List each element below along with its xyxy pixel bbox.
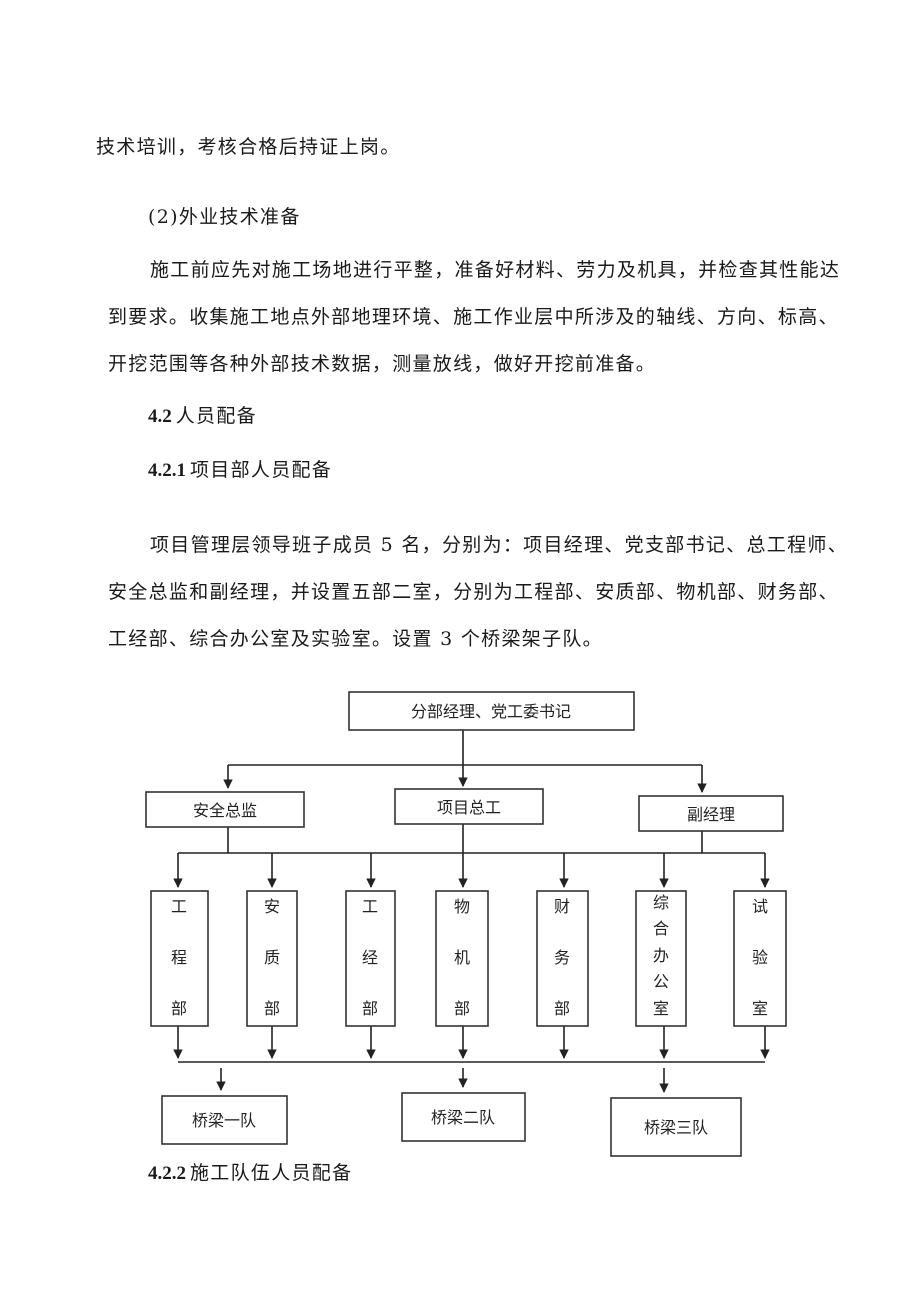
paragraph-field-prep-line3: 开挖范围等各种外部技术数据，测量放线，做好开挖前准备。 xyxy=(108,353,657,375)
dept-char: 经 xyxy=(362,948,378,967)
section-title: 施工队伍人员配备 xyxy=(190,1162,353,1184)
dept-box-safety-quality: 安 质 部 xyxy=(246,890,298,1027)
org-box-safety-director: 安全总监 xyxy=(145,791,305,828)
section-number: 4.2.1 xyxy=(148,460,186,481)
paragraph-management-line2: 安全总监和副经理，并设置五部二室，分别为工程部、安质部、物机部、财务部、 xyxy=(108,581,839,603)
dept-box-materials: 物 机 部 xyxy=(435,890,489,1027)
org-box-label: 安全总监 xyxy=(193,801,257,820)
dept-char: 务 xyxy=(554,948,570,967)
org-box-top-label: 分部经理、党工委书记 xyxy=(411,702,571,721)
team-box-label: 桥梁二队 xyxy=(431,1108,495,1127)
dept-char: 部 xyxy=(362,999,378,1018)
dept-char: 机 xyxy=(454,948,470,967)
paragraph-management-line3: 工经部、综合办公室及实验室。设置 3 个桥梁架子队。 xyxy=(108,628,603,650)
team-box-bridge-1: 桥梁一队 xyxy=(161,1095,288,1145)
org-box-deputy-manager: 副经理 xyxy=(638,795,784,832)
dept-char: 部 xyxy=(264,999,280,1018)
team-box-bridge-3: 桥梁三队 xyxy=(610,1097,742,1157)
dept-char: 工 xyxy=(362,897,378,916)
dept-char: 验 xyxy=(752,948,768,967)
dept-char: 质 xyxy=(264,948,280,967)
dept-box-laboratory: 试 验 室 xyxy=(733,890,787,1027)
dept-char: 工 xyxy=(171,897,187,916)
connector-lines xyxy=(173,730,770,1093)
dept-char: 办 xyxy=(653,946,669,965)
section-number: 4.2.2 xyxy=(148,1163,186,1184)
paragraph-management-line1: 项目管理层领导班子成员 5 名，分别为：项目经理、党支部书记、总工程师、 xyxy=(150,534,848,556)
team-box-label: 桥梁一队 xyxy=(192,1111,256,1130)
org-box-label: 项目总工 xyxy=(437,798,501,817)
dept-char: 试 xyxy=(752,897,768,916)
dept-char: 室 xyxy=(653,999,669,1018)
dept-char: 安 xyxy=(264,897,280,916)
team-box-bridge-2: 桥梁二队 xyxy=(401,1092,526,1142)
dept-box-finance: 财 务 部 xyxy=(536,890,589,1027)
dept-char: 财 xyxy=(554,897,570,916)
paragraph-training: 技术培训，考核合格后持证上岗。 xyxy=(96,136,401,158)
dept-char: 公 xyxy=(653,972,669,991)
dept-char: 综 xyxy=(653,893,669,912)
dept-char: 合 xyxy=(653,919,669,938)
dept-char: 部 xyxy=(454,999,470,1018)
dept-char: 室 xyxy=(752,999,768,1018)
dept-char: 程 xyxy=(171,948,187,967)
org-box-top: 分部经理、党工委书记 xyxy=(348,691,635,731)
subheading-field-prep: (2)外业技术准备 xyxy=(148,206,301,228)
org-box-chief-engineer: 项目总工 xyxy=(394,788,544,825)
org-box-label: 副经理 xyxy=(687,805,735,824)
team-box-label: 桥梁三队 xyxy=(644,1118,708,1137)
dept-char: 部 xyxy=(554,999,570,1018)
dept-char: 物 xyxy=(454,897,470,916)
section-title: 项目部人员配备 xyxy=(190,459,333,481)
dept-box-general-office: 综 合 办 公 室 xyxy=(635,890,687,1027)
dept-char: 部 xyxy=(171,999,187,1018)
paragraph-field-prep-line2: 到要求。收集施工地点外部地理环境、施工作业层中所涉及的轴线、方向、标高、 xyxy=(108,306,839,328)
paragraph-field-prep-line1: 施工前应先对施工场地进行平整，准备好材料、劳力及机具，并检查其性能达 xyxy=(150,259,841,281)
section-number: 4.2 xyxy=(148,406,172,427)
dept-box-engineering: 工 程 部 xyxy=(150,890,209,1027)
dept-box-economics: 工 经 部 xyxy=(345,890,396,1027)
section-title: 人员配备 xyxy=(175,405,257,427)
